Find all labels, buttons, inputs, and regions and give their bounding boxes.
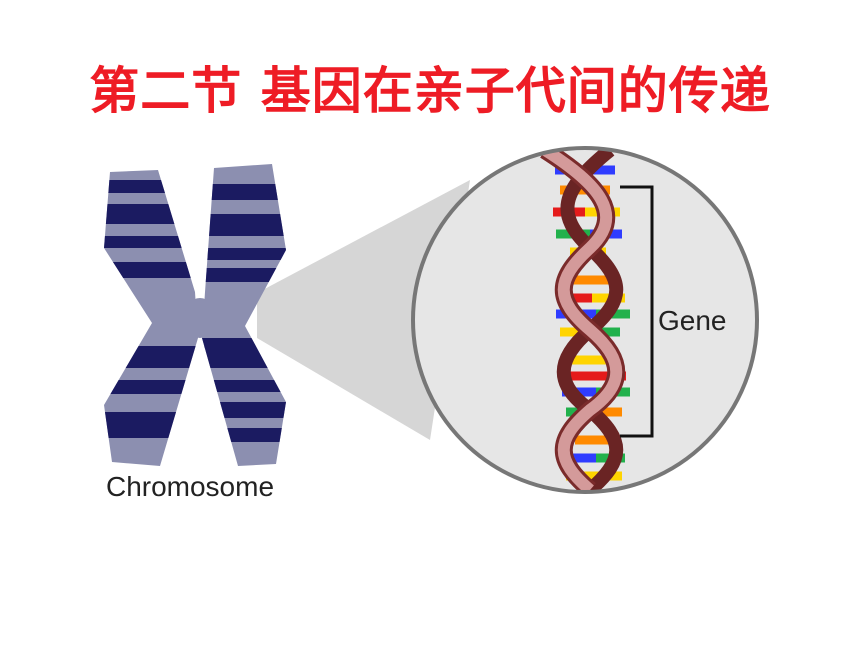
gene-label: Gene bbox=[658, 305, 727, 336]
chromosome-label: Chromosome bbox=[106, 471, 274, 502]
gene-bracket bbox=[620, 185, 654, 438]
page-title: 第二节 基因在亲子代间的传递 bbox=[89, 61, 771, 120]
dna-helix-icon bbox=[540, 148, 630, 492]
zoom-cone bbox=[257, 180, 470, 440]
magnified-view bbox=[411, 146, 759, 494]
